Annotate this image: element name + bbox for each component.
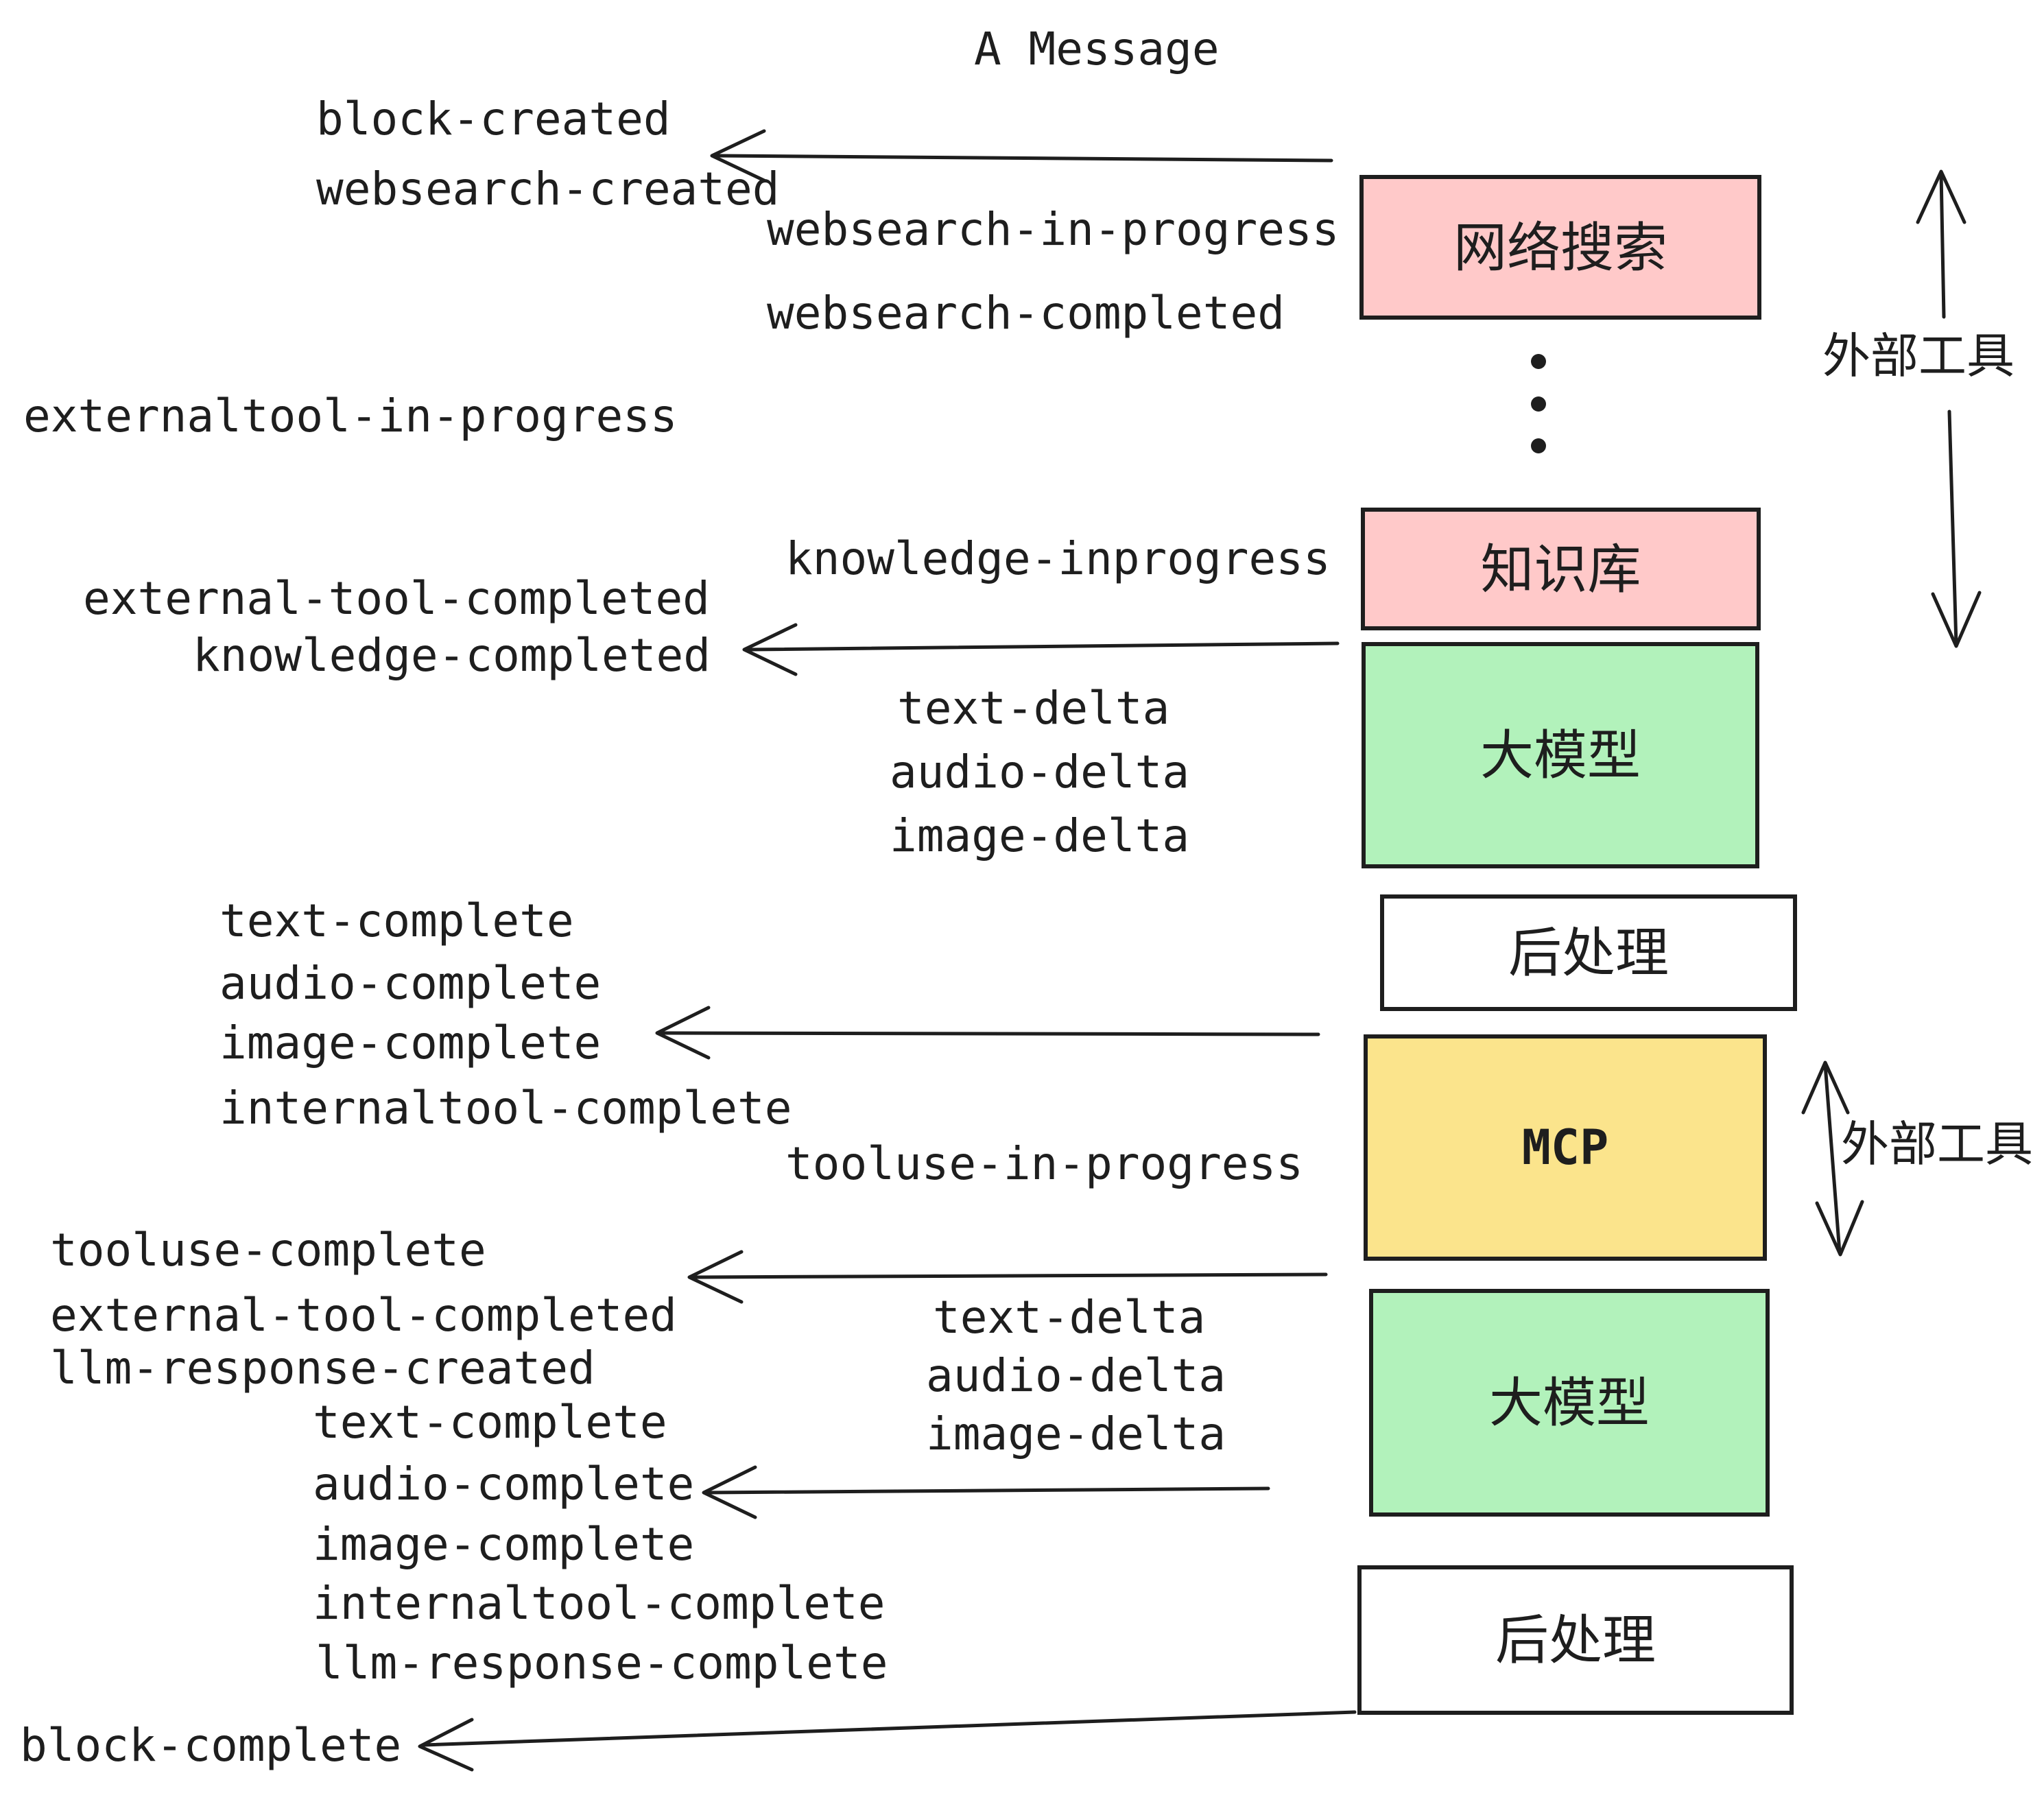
arrow-to-tooluse-complete	[687, 1250, 1328, 1304]
event-image-delta-1: image-delta	[890, 809, 1190, 862]
box-llm-1: 大模型	[1362, 642, 1759, 868]
arrow-to-websearch-created	[710, 129, 1333, 182]
event-websearch-completed: websearch-completed	[767, 287, 1285, 340]
event-knowledge-completed: knowledge-completed	[193, 629, 711, 682]
event-llm-response-created: llm-response-created	[50, 1342, 595, 1394]
event-text-complete-1: text-complete	[219, 894, 574, 947]
box-llm-2: 大模型	[1369, 1289, 1770, 1517]
event-externaltool-in-progress: externaltool-in-progress	[23, 390, 678, 442]
event-audio-delta-2: audio-delta	[926, 1349, 1226, 1402]
box-postprocess-2-label: 后处理	[1495, 1610, 1656, 1670]
external-tool-arrow-top	[1916, 169, 1982, 648]
event-image-complete-2: image-complete	[313, 1518, 695, 1571]
box-postprocess-1-label: 后处理	[1508, 923, 1669, 983]
arrow-to-knowledge-completed	[742, 623, 1340, 676]
event-internaltool-complete-2: internaltool-complete	[313, 1577, 886, 1630]
event-tooluse-in-progress: tooluse-in-progress	[785, 1137, 1303, 1190]
event-image-delta-2: image-delta	[926, 1408, 1226, 1460]
event-image-complete-1: image-complete	[219, 1017, 602, 1069]
arrow-to-audio-complete	[702, 1465, 1270, 1519]
box-mcp-label: MCP	[1521, 1119, 1609, 1176]
event-text-delta-2: text-delta	[933, 1291, 1206, 1344]
box-knowledge: 知识库	[1361, 508, 1761, 630]
event-tooluse-complete: tooluse-complete	[50, 1224, 486, 1277]
external-tool-arrow-bottom	[1801, 1060, 1864, 1257]
event-llm-response-complete: llm-response-complete	[316, 1637, 888, 1689]
event-knowledge-inprogress: knowledge-inprogress	[785, 532, 1331, 585]
event-external-tool-completed-2: external-tool-completed	[50, 1289, 677, 1342]
box-llm-2-label: 大模型	[1488, 1373, 1650, 1433]
box-mcp: MCP	[1364, 1034, 1767, 1261]
event-block-created: block-created	[316, 93, 671, 145]
event-block-complete: block-complete	[20, 1719, 402, 1772]
event-text-delta-1: text-delta	[897, 682, 1170, 735]
event-websearch-in-progress: websearch-in-progress	[767, 203, 1340, 256]
event-audio-delta-1: audio-delta	[890, 746, 1190, 798]
event-external-tool-completed-1: external-tool-completed	[83, 572, 710, 625]
box-knowledge-label: 知识库	[1480, 538, 1641, 600]
diagram-title: A Message	[974, 23, 1220, 75]
event-text-complete-2: text-complete	[313, 1396, 667, 1449]
external-tool-label-bottom: 外部工具	[1841, 1117, 2033, 1171]
event-internaltool-complete-1: internaltool-complete	[219, 1082, 792, 1135]
arrow-to-image-complete	[655, 1006, 1320, 1060]
arrow-to-block-complete	[418, 1710, 1357, 1772]
box-websearch-label: 网络搜索	[1453, 217, 1667, 278]
box-llm-1-label: 大模型	[1479, 725, 1641, 785]
box-websearch: 网络搜索	[1359, 175, 1761, 320]
ellipsis-dots	[1531, 354, 1546, 453]
box-postprocess-1: 后处理	[1380, 894, 1797, 1011]
box-postprocess-2: 后处理	[1357, 1565, 1794, 1715]
event-audio-complete-2: audio-complete	[313, 1458, 695, 1510]
external-tool-label-top: 外部工具	[1822, 329, 2015, 383]
event-audio-complete-1: audio-complete	[219, 957, 602, 1010]
event-websearch-created: websearch-created	[316, 163, 780, 215]
